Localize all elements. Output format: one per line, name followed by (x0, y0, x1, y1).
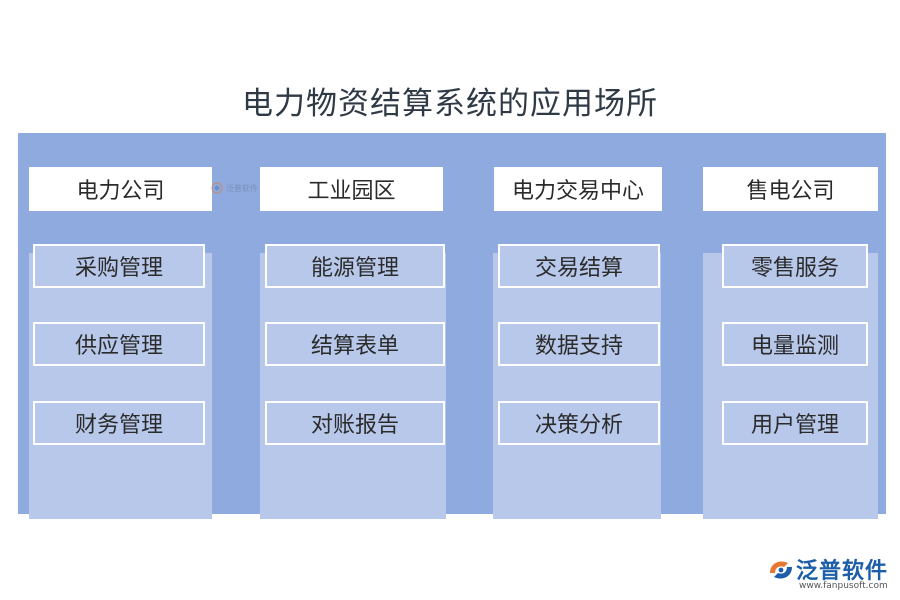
column-header: 工业园区 (260, 167, 443, 211)
brand-logo: 泛普软件 www.fanpusoft.com (766, 553, 896, 595)
column-item: 电量监测 (722, 322, 868, 366)
watermark-text: 泛普软件 (226, 183, 258, 193)
column-body (29, 253, 212, 519)
watermark-logo-icon (211, 179, 223, 198)
column-header: 电力交易中心 (494, 167, 662, 211)
column-header: 电力公司 (29, 167, 212, 211)
column-item: 供应管理 (33, 322, 205, 366)
column-item: 用户管理 (722, 401, 868, 445)
column-item: 采购管理 (33, 244, 205, 288)
diagram-panel: 电力公司 采购管理 供应管理 财务管理 工业园区 能源管理 结算表单 对账报告 … (18, 133, 886, 519)
column-item: 结算表单 (265, 322, 445, 366)
watermark: 泛普软件 (211, 178, 261, 198)
page-title: 电力物资结算系统的应用场所 (242, 86, 658, 122)
logo-name: 泛普软件 (796, 559, 889, 584)
column-item: 零售服务 (722, 244, 868, 288)
column-item: 对账报告 (265, 401, 445, 445)
column-item: 数据支持 (498, 322, 660, 366)
column-header: 售电公司 (703, 167, 878, 211)
column-body (493, 253, 661, 519)
column-body (260, 253, 446, 519)
column-body (703, 253, 878, 519)
logo-url: www.fanpusoft.com (799, 581, 888, 591)
fanpu-logo-icon (766, 555, 796, 585)
column-item: 财务管理 (33, 401, 205, 445)
column-item: 决策分析 (498, 401, 660, 445)
column-item: 交易结算 (498, 244, 660, 288)
column-item: 能源管理 (265, 244, 445, 288)
